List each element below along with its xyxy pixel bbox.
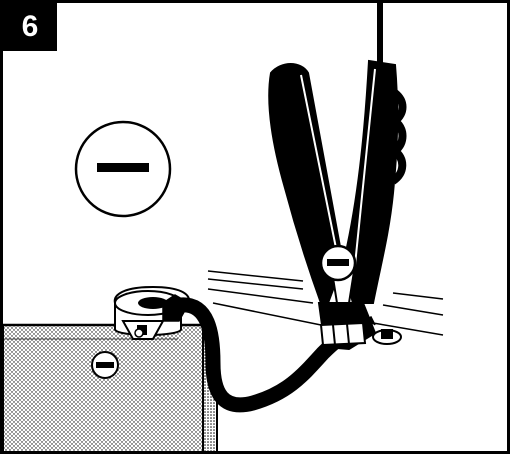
clamp-negative-icon: [319, 244, 357, 282]
step-number-badge: 6: [3, 3, 57, 51]
probe-wire: [377, 3, 385, 63]
battery-negative-icon: [91, 351, 119, 379]
engine-bay-lines: [207, 270, 444, 336]
jump-start-illustration: [3, 3, 444, 451]
battery-terminal: [113, 285, 191, 340]
battery-icon: [3, 322, 218, 451]
jumper-clamp-icon: [268, 59, 407, 351]
negative-circle-icon: [74, 120, 172, 218]
